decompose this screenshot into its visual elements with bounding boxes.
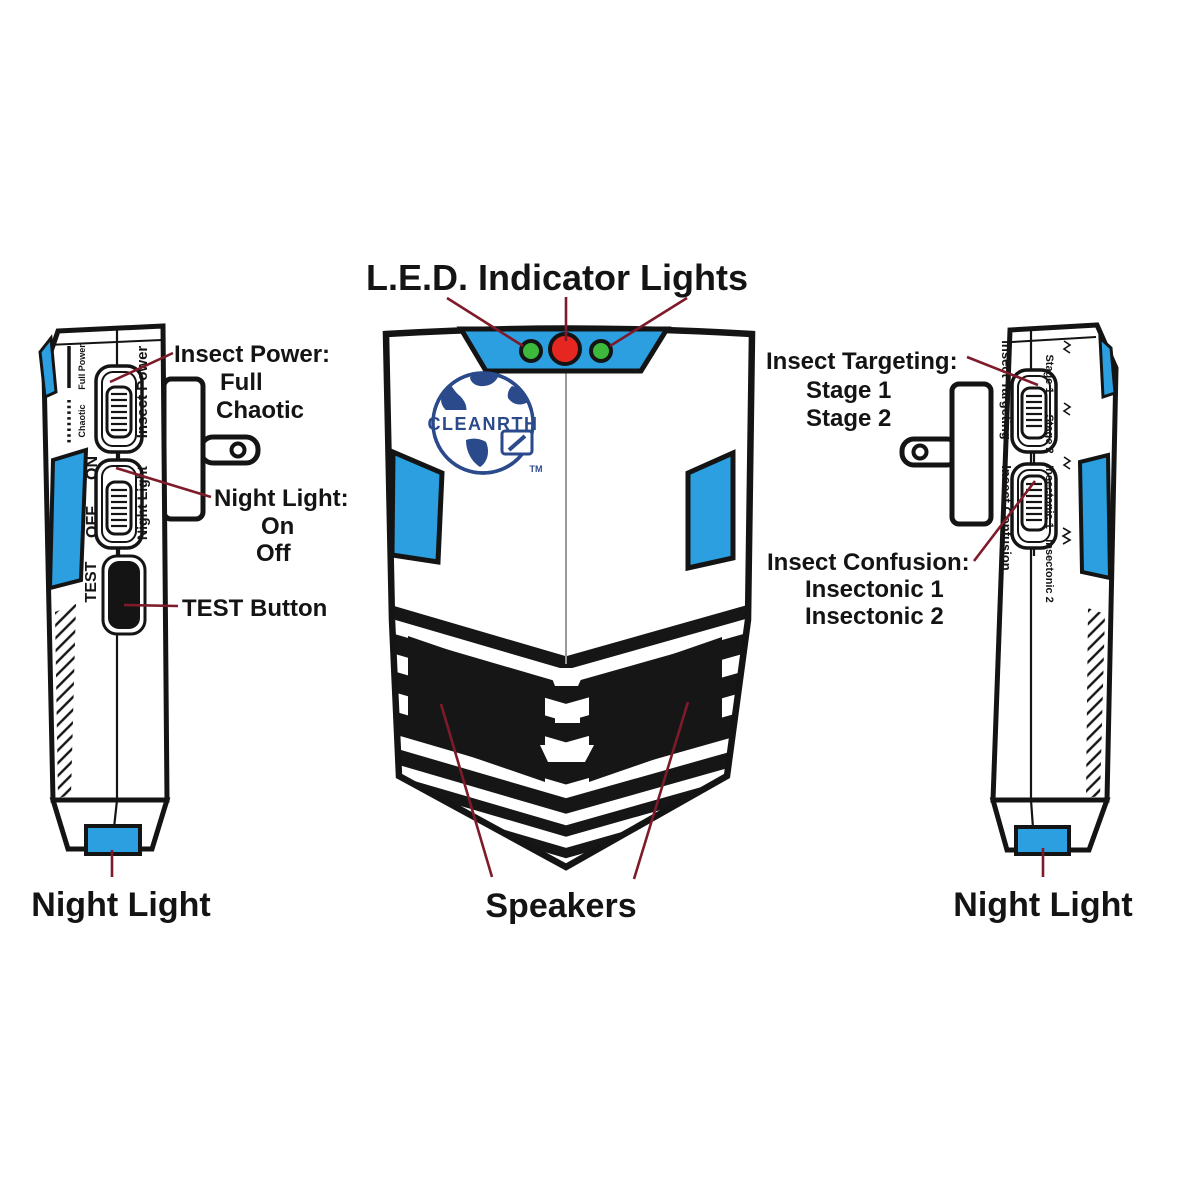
left-device-side-view: Full Power Chaotic Insect Power ON OFF N… (38, 323, 171, 856)
left-device-plug (161, 376, 261, 522)
hatched-grip (55, 604, 76, 798)
night-light-lens (84, 824, 142, 856)
right-device-side-view: Insect Targeting Insect Confusion Stage … (989, 322, 1119, 856)
callout-targeting-option-stage2: Stage 2 (806, 405, 891, 432)
hatched-grip (1086, 608, 1105, 798)
switch-ridges (111, 392, 127, 432)
grille-notch (555, 708, 580, 723)
leader-speakers-left (439, 703, 494, 878)
callout-targeting-option-stage1: Stage 1 (806, 377, 891, 404)
panel-label-insect-targeting: Insect Targeting (999, 340, 1014, 440)
panel-label-test: TEST (83, 561, 100, 602)
right-callouts: Insect Targeting: Stage 1 Stage 2 Insect… (766, 348, 970, 630)
switch-inner-ring (1017, 469, 1051, 543)
left-callouts: Insect Power: Full Chaotic Night Light: … (174, 341, 349, 622)
blue-side-panel-right (685, 449, 736, 572)
blue-side-panel-left (389, 448, 445, 565)
leader-insect-targeting (966, 355, 1039, 387)
trademark-mark: TM (530, 464, 543, 474)
leader-speakers-right (632, 701, 690, 880)
logo-emblem-slash (507, 434, 527, 452)
switch-inner-ring (101, 371, 137, 447)
brand-name: CLEANRTH (428, 414, 539, 434)
wave-icon (1062, 340, 1072, 354)
blue-side-panel (1077, 452, 1113, 581)
top-bevel-line (46, 339, 163, 346)
panel-label-insect-power: Insect Power (134, 346, 151, 439)
callout-insect-power-option-full: Full (220, 369, 263, 396)
right-device-plug (899, 381, 994, 527)
panel-label-stage-1: Stage 1 (1043, 354, 1055, 393)
prong-hole (911, 443, 929, 461)
test-button-cap (108, 561, 140, 629)
center-device-front-view: CLEANRTH TM (382, 325, 756, 871)
plug-body (161, 376, 206, 522)
annotation-lines (109, 296, 1045, 880)
brand-logo: CLEANRTH TM (428, 371, 543, 475)
globe-outline (431, 371, 535, 475)
night-light-label-right: Night Light (953, 886, 1132, 924)
blue-accent-sliver (38, 334, 58, 400)
callout-insect-power-heading: Insect Power: (174, 341, 330, 368)
leader-insect-confusion (972, 480, 1037, 562)
seam-line-bottom (1029, 799, 1035, 829)
leader-led-right (609, 296, 688, 348)
panel-label-insectonic-1: Insectonic 1 (1043, 465, 1055, 529)
grille-notch (540, 745, 594, 762)
wave-icon (1062, 456, 1072, 470)
panel-label-stage-2: Stage 2 (1043, 414, 1055, 453)
panel-label-off: OFF (84, 506, 101, 538)
page-title: L.E.D. Indicator Lights (366, 257, 748, 298)
wave-icons (1061, 340, 1072, 545)
switch-inner-ring (1017, 375, 1051, 447)
callout-insect-confusion-heading: Insect Confusion: (767, 549, 970, 576)
plug-body (949, 381, 994, 527)
led-green-right (589, 339, 613, 363)
switch-ridges (111, 488, 127, 528)
prong-hole (229, 441, 247, 459)
led-green-left (519, 339, 543, 363)
wave-icon-jagged (1061, 527, 1072, 545)
panel-label-night-light: Night Light (134, 466, 150, 540)
blue-accent-sliver (1098, 334, 1117, 400)
panel-label-insectonic-2: Insectonic 2 (1043, 539, 1055, 603)
night-light-label-left: Night Light (31, 886, 210, 924)
callout-confusion-option-insectonic2: Insectonic 2 (805, 603, 944, 630)
callout-test-button: TEST Button (182, 595, 327, 622)
test-button (101, 554, 147, 636)
blue-side-panel (47, 447, 89, 591)
leader-led-left (446, 296, 524, 348)
globe-landmasses (441, 373, 528, 467)
switch-ridges (1026, 394, 1042, 428)
callout-confusion-option-insectonic1: Insectonic 1 (805, 576, 944, 603)
panel-label-full-power: Full Power (77, 344, 87, 390)
leader-night-light-switch (115, 466, 212, 499)
callout-night-light-option-on: On (261, 513, 294, 540)
insect-power-switch (94, 364, 144, 454)
insect-targeting-switch (1010, 368, 1058, 454)
panel-label-chaotic: Chaotic (77, 404, 87, 437)
panel-label-on: ON (84, 456, 101, 480)
callout-insect-targeting-heading: Insect Targeting: (766, 348, 958, 375)
switch-inner-ring (101, 465, 137, 543)
grille-notch (548, 668, 586, 686)
callout-night-light-option-off: Off (256, 540, 292, 567)
callout-night-light-heading: Night Light: (214, 485, 349, 512)
callout-insect-power-option-chaotic: Chaotic (216, 397, 304, 424)
leader-test-button (123, 603, 179, 608)
seam-line-bottom (112, 799, 119, 829)
leader-insect-power (109, 351, 174, 384)
speakers-label: Speakers (485, 887, 636, 925)
top-bevel-line (1011, 336, 1097, 343)
wave-icon (1062, 402, 1072, 416)
